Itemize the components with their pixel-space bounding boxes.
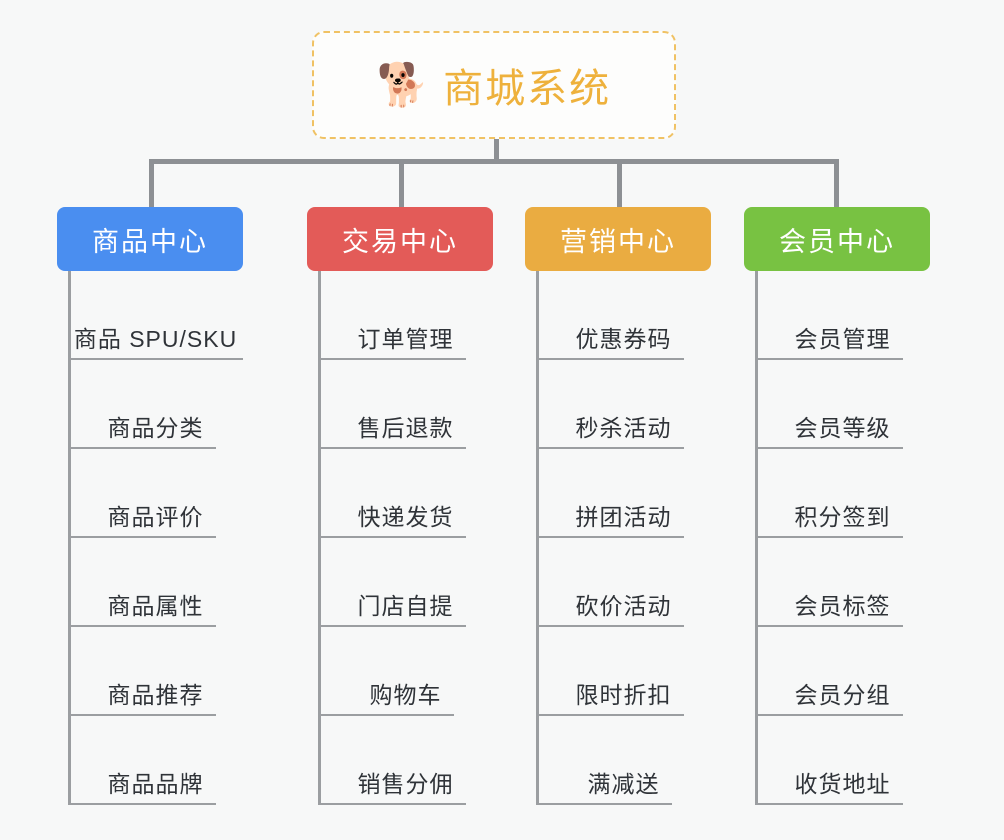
trunk-line-2 [318, 271, 321, 805]
category-column-4: 会员中心会员管理会员等级积分签到会员标签会员分组收货地址 [744, 207, 930, 805]
leaf-item[interactable]: 限时折扣 [536, 627, 711, 716]
leaf-item[interactable]: 购物车 [318, 627, 493, 716]
leaf-item[interactable]: 商品分类 [68, 360, 243, 449]
leaf-item-label: 限时折扣 [575, 682, 672, 708]
category-header-1[interactable]: 商品中心 [57, 207, 243, 271]
horizontal-bus-line [149, 159, 839, 164]
leaf-item-label: 商品 SPU/SKU [73, 326, 238, 352]
category-header-2[interactable]: 交易中心 [307, 207, 493, 271]
leaf-item-label: 门店自提 [357, 593, 454, 619]
leaf-item[interactable]: 砍价活动 [536, 538, 711, 627]
leaf-underline [318, 803, 466, 805]
leaf-underline [536, 714, 684, 716]
trunk-line-3 [536, 271, 539, 805]
category-column-3: 营销中心优惠券码秒杀活动拼团活动砍价活动限时折扣满减送 [525, 207, 711, 805]
leaf-item-label: 会员等级 [794, 415, 891, 441]
category-header-4[interactable]: 会员中心 [744, 207, 930, 271]
leaf-item-label: 收货地址 [794, 771, 891, 797]
leaf-underline [68, 714, 216, 716]
leaf-item-label: 销售分佣 [357, 771, 454, 797]
category-column-2: 交易中心订单管理售后退款快递发货门店自提购物车销售分佣 [307, 207, 493, 805]
leaf-item[interactable]: 优惠券码 [536, 271, 711, 360]
leaf-underline [755, 625, 903, 627]
leaf-item[interactable]: 拼团活动 [536, 449, 711, 538]
leaf-item-label: 售后退款 [357, 415, 454, 441]
leaf-underline [536, 447, 684, 449]
leaf-underline [68, 803, 216, 805]
leaf-item[interactable]: 积分签到 [755, 449, 930, 538]
leaf-underline [755, 714, 903, 716]
leaf-item[interactable]: 收货地址 [755, 716, 930, 805]
leaf-item[interactable]: 商品推荐 [68, 627, 243, 716]
leaf-underline [68, 358, 243, 360]
leaf-item-label: 优惠券码 [575, 326, 672, 352]
leaf-item[interactable]: 秒杀活动 [536, 360, 711, 449]
leaf-group-3: 优惠券码秒杀活动拼团活动砍价活动限时折扣满减送 [536, 271, 711, 805]
leaf-underline [536, 625, 684, 627]
leaf-item-label: 商品品牌 [107, 771, 204, 797]
leaf-item-label: 拼团活动 [575, 504, 672, 530]
leaf-item-label: 商品推荐 [107, 682, 204, 708]
leaf-group-2: 订单管理售后退款快递发货门店自提购物车销售分佣 [318, 271, 493, 805]
leaf-item[interactable]: 订单管理 [318, 271, 493, 360]
leaf-underline [318, 358, 466, 360]
leaf-item[interactable]: 门店自提 [318, 538, 493, 627]
leaf-item-label: 购物车 [369, 682, 442, 708]
leaf-item-label: 会员管理 [794, 326, 891, 352]
leaf-item[interactable]: 快递发货 [318, 449, 493, 538]
leaf-item-label: 订单管理 [357, 326, 454, 352]
leaf-underline [68, 447, 216, 449]
leaf-underline [755, 358, 903, 360]
leaf-item-label: 会员标签 [794, 593, 891, 619]
leaf-underline [536, 803, 672, 805]
leaf-item-label: 商品评价 [107, 504, 204, 530]
leaf-underline [318, 625, 466, 627]
leaf-underline [318, 447, 466, 449]
root-node[interactable]: 🐕 商城系统 [312, 31, 676, 139]
category-column-1: 商品中心商品 SPU/SKU 商品分类商品评价商品属性商品推荐商品品牌 [57, 207, 243, 805]
leaf-item[interactable]: 商品属性 [68, 538, 243, 627]
leaf-underline [318, 536, 466, 538]
drop-line-2 [399, 159, 404, 207]
leaf-group-1: 商品 SPU/SKU 商品分类商品评价商品属性商品推荐商品品牌 [68, 271, 243, 805]
leaf-item[interactable]: 销售分佣 [318, 716, 493, 805]
drop-line-3 [617, 159, 622, 207]
leaf-item-label: 会员分组 [794, 682, 891, 708]
leaf-item[interactable]: 商品评价 [68, 449, 243, 538]
leaf-underline [536, 358, 684, 360]
leaf-underline [755, 447, 903, 449]
leaf-underline [536, 536, 684, 538]
leaf-item-label: 商品分类 [107, 415, 204, 441]
leaf-group-4: 会员管理会员等级积分签到会员标签会员分组收货地址 [755, 271, 930, 805]
leaf-item-label: 快递发货 [357, 504, 454, 530]
leaf-item[interactable]: 商品品牌 [68, 716, 243, 805]
drop-line-4 [834, 159, 839, 207]
leaf-item-label: 商品属性 [107, 593, 204, 619]
leaf-underline [755, 803, 903, 805]
leaf-item[interactable]: 会员标签 [755, 538, 930, 627]
leaf-underline [68, 536, 216, 538]
leaf-underline [318, 714, 454, 716]
leaf-item[interactable]: 商品 SPU/SKU [68, 271, 243, 360]
leaf-item-label: 积分签到 [794, 504, 891, 530]
leaf-item[interactable]: 售后退款 [318, 360, 493, 449]
drop-line-1 [149, 159, 154, 207]
shiba-inu-dog-face-icon: 🐕 [376, 60, 430, 109]
leaf-item-label: 秒杀活动 [575, 415, 672, 441]
leaf-underline [755, 536, 903, 538]
trunk-line-1 [68, 271, 71, 805]
leaf-item[interactable]: 会员管理 [755, 271, 930, 360]
leaf-item[interactable]: 会员分组 [755, 627, 930, 716]
leaf-item-label: 满减送 [587, 771, 660, 797]
leaf-item[interactable]: 满减送 [536, 716, 711, 805]
root-stem-line [494, 139, 499, 163]
root-title: 商城系统 [443, 67, 612, 111]
leaf-item[interactable]: 会员等级 [755, 360, 930, 449]
leaf-underline [68, 625, 216, 627]
category-header-3[interactable]: 营销中心 [525, 207, 711, 271]
trunk-line-4 [755, 271, 758, 805]
leaf-item-label: 砍价活动 [575, 593, 672, 619]
